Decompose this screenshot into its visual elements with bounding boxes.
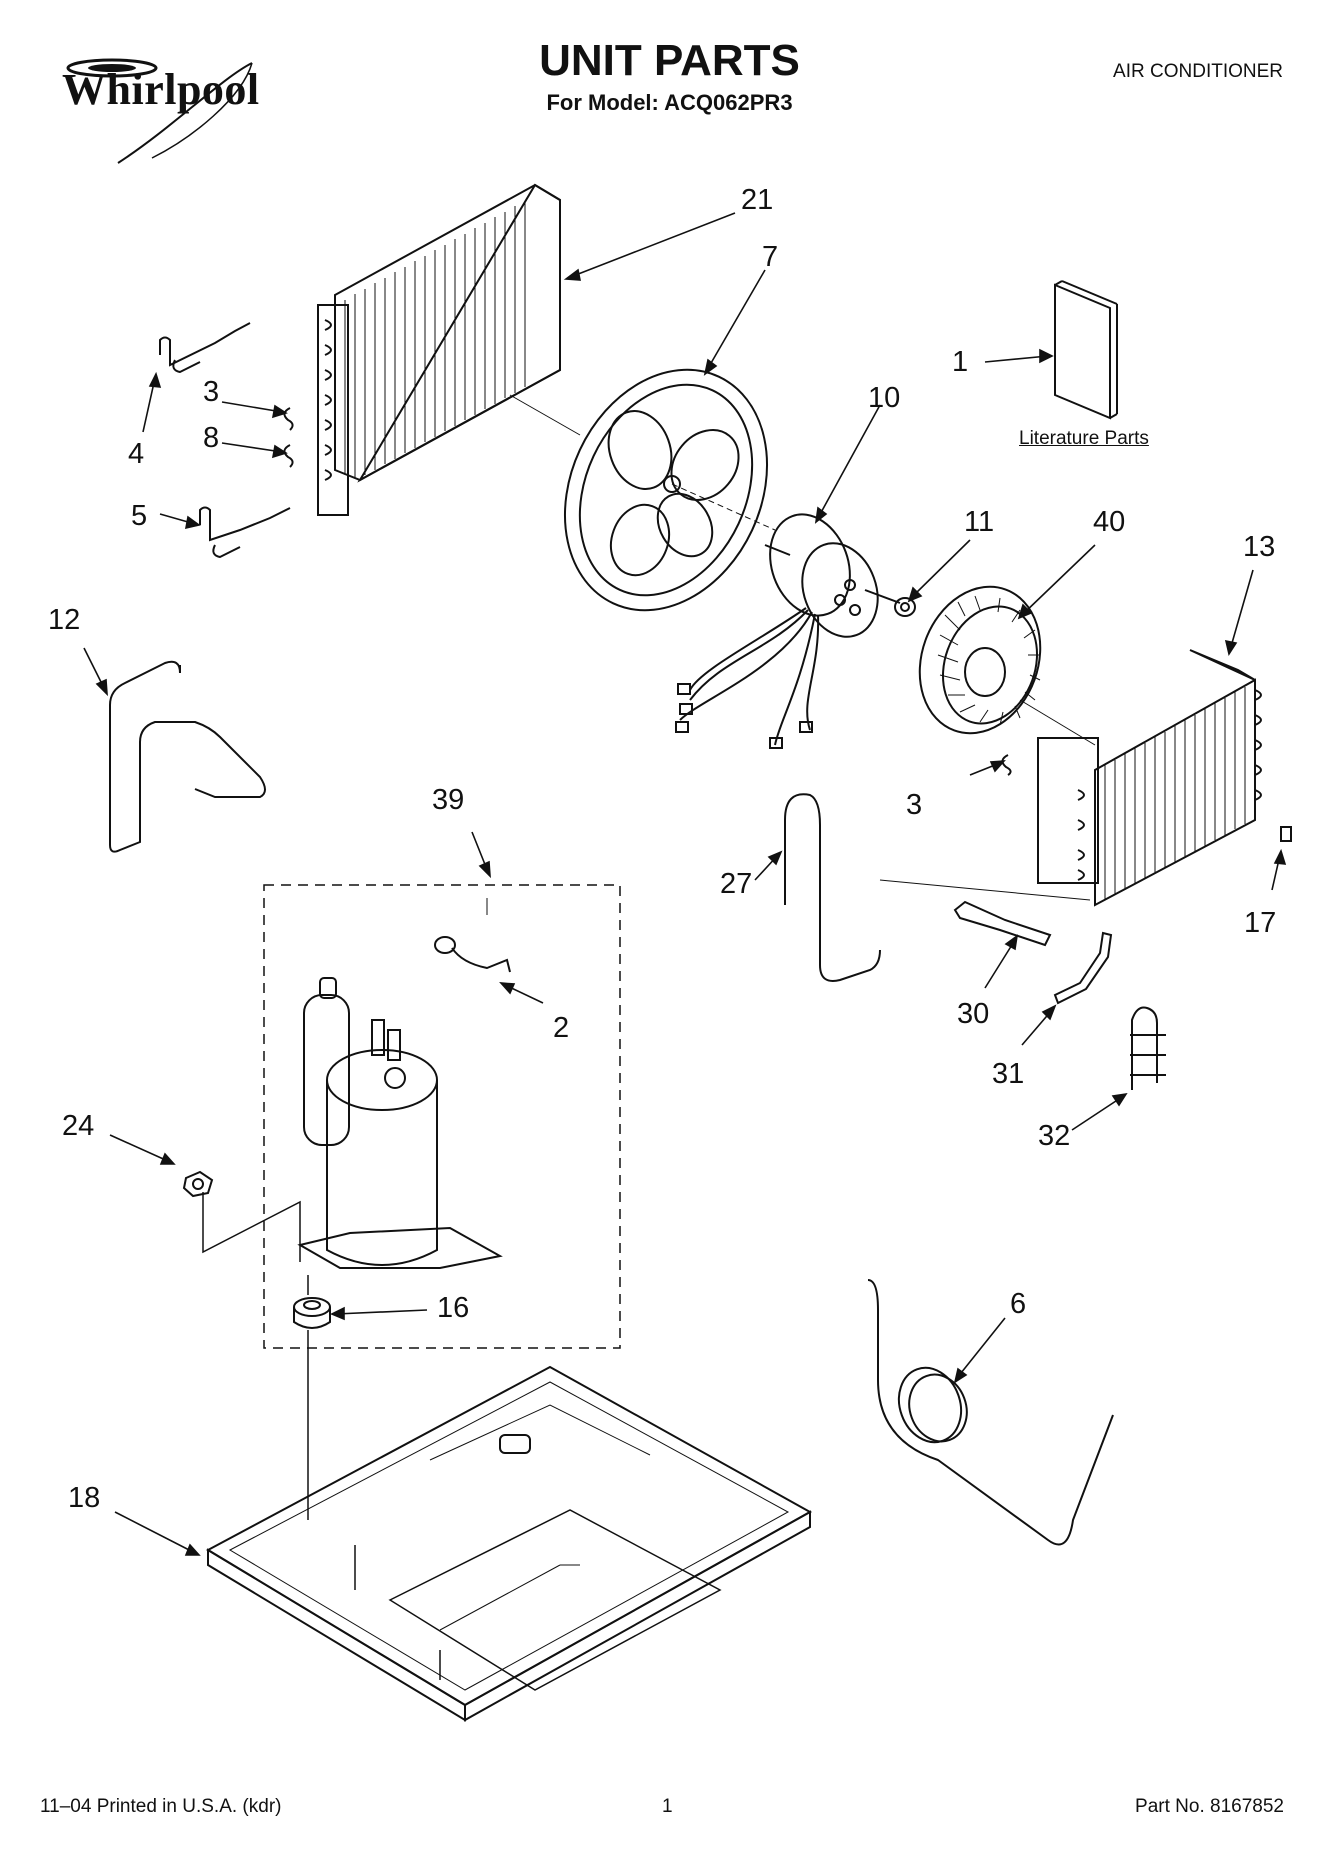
callout-24: 24 — [62, 1110, 95, 1142]
part-grommet-16 — [293, 1275, 331, 1520]
brand-logo: Whirlpool — [62, 65, 260, 114]
callout-39: 39 — [432, 784, 465, 816]
callout-8: 8 — [203, 422, 220, 454]
callout-31: 31 — [992, 1058, 1025, 1090]
callout-21: 21 — [741, 184, 774, 216]
part-blower-wheel — [918, 585, 1042, 735]
part-condenser-coil — [317, 183, 581, 516]
callout-27: 27 — [720, 868, 753, 900]
part-tube-4 — [159, 322, 251, 374]
whirlpool-logo-swirl — [66, 58, 253, 164]
callout-30: 30 — [957, 998, 990, 1030]
callout-4: 4 — [128, 438, 145, 470]
part-evaporator-coil — [879, 649, 1262, 907]
callout-32: 32 — [1038, 1120, 1071, 1152]
callout-6: 6 — [1010, 1288, 1027, 1320]
callout-12: 12 — [48, 604, 81, 636]
part-tube-27 — [784, 793, 881, 982]
callout-16: 16 — [437, 1292, 470, 1324]
callout-1: 1 — [952, 346, 969, 378]
part-tube-32 — [1130, 1006, 1166, 1090]
literature-parts-label: Literature Parts — [1019, 428, 1149, 449]
part-number: Part No. 8167852 — [1135, 1796, 1284, 1817]
callout-10: 10 — [868, 382, 901, 414]
part-tube-30 — [953, 900, 1052, 947]
part-base-pan — [205, 1365, 813, 1722]
part-seal-6 — [867, 1279, 1114, 1546]
part-nut-24 — [182, 1170, 301, 1262]
page-number: 1 — [662, 1796, 673, 1817]
callout-7: 7 — [762, 241, 779, 273]
part-clip-3-lower — [1001, 754, 1012, 776]
callout-5: 5 — [131, 500, 148, 532]
part-literature — [1054, 280, 1118, 420]
part-tube-31 — [1053, 931, 1113, 1005]
callout-13: 13 — [1243, 531, 1276, 563]
part-clip-17 — [1280, 826, 1292, 842]
product-type: AIR CONDITIONER — [1113, 61, 1283, 82]
callout-3-upper: 3 — [203, 376, 220, 408]
page-title: UNIT PARTS — [539, 36, 800, 85]
part-condenser-fan — [563, 368, 776, 612]
callout-18: 18 — [68, 1482, 101, 1514]
part-clip-8 — [283, 444, 294, 468]
callout-40: 40 — [1093, 506, 1126, 538]
part-overload — [434, 936, 511, 973]
compressor-assembly-box — [263, 884, 621, 1349]
model-subtitle: For Model: ACQ062PR3 — [546, 90, 793, 115]
part-clip-3-upper — [283, 407, 294, 431]
part-tube-5 — [199, 506, 291, 559]
part-nut — [894, 597, 916, 617]
callout-3-lower: 3 — [906, 789, 923, 821]
leader-lines — [83, 212, 1287, 1556]
part-fan-motor — [675, 513, 901, 749]
part-tube-12 — [109, 660, 266, 853]
callout-11: 11 — [964, 506, 995, 538]
callout-2: 2 — [553, 1012, 570, 1044]
print-info: 11–04 Printed in U.S.A. (kdr) — [40, 1796, 282, 1817]
callout-17: 17 — [1244, 907, 1277, 939]
part-compressor — [297, 977, 503, 1269]
